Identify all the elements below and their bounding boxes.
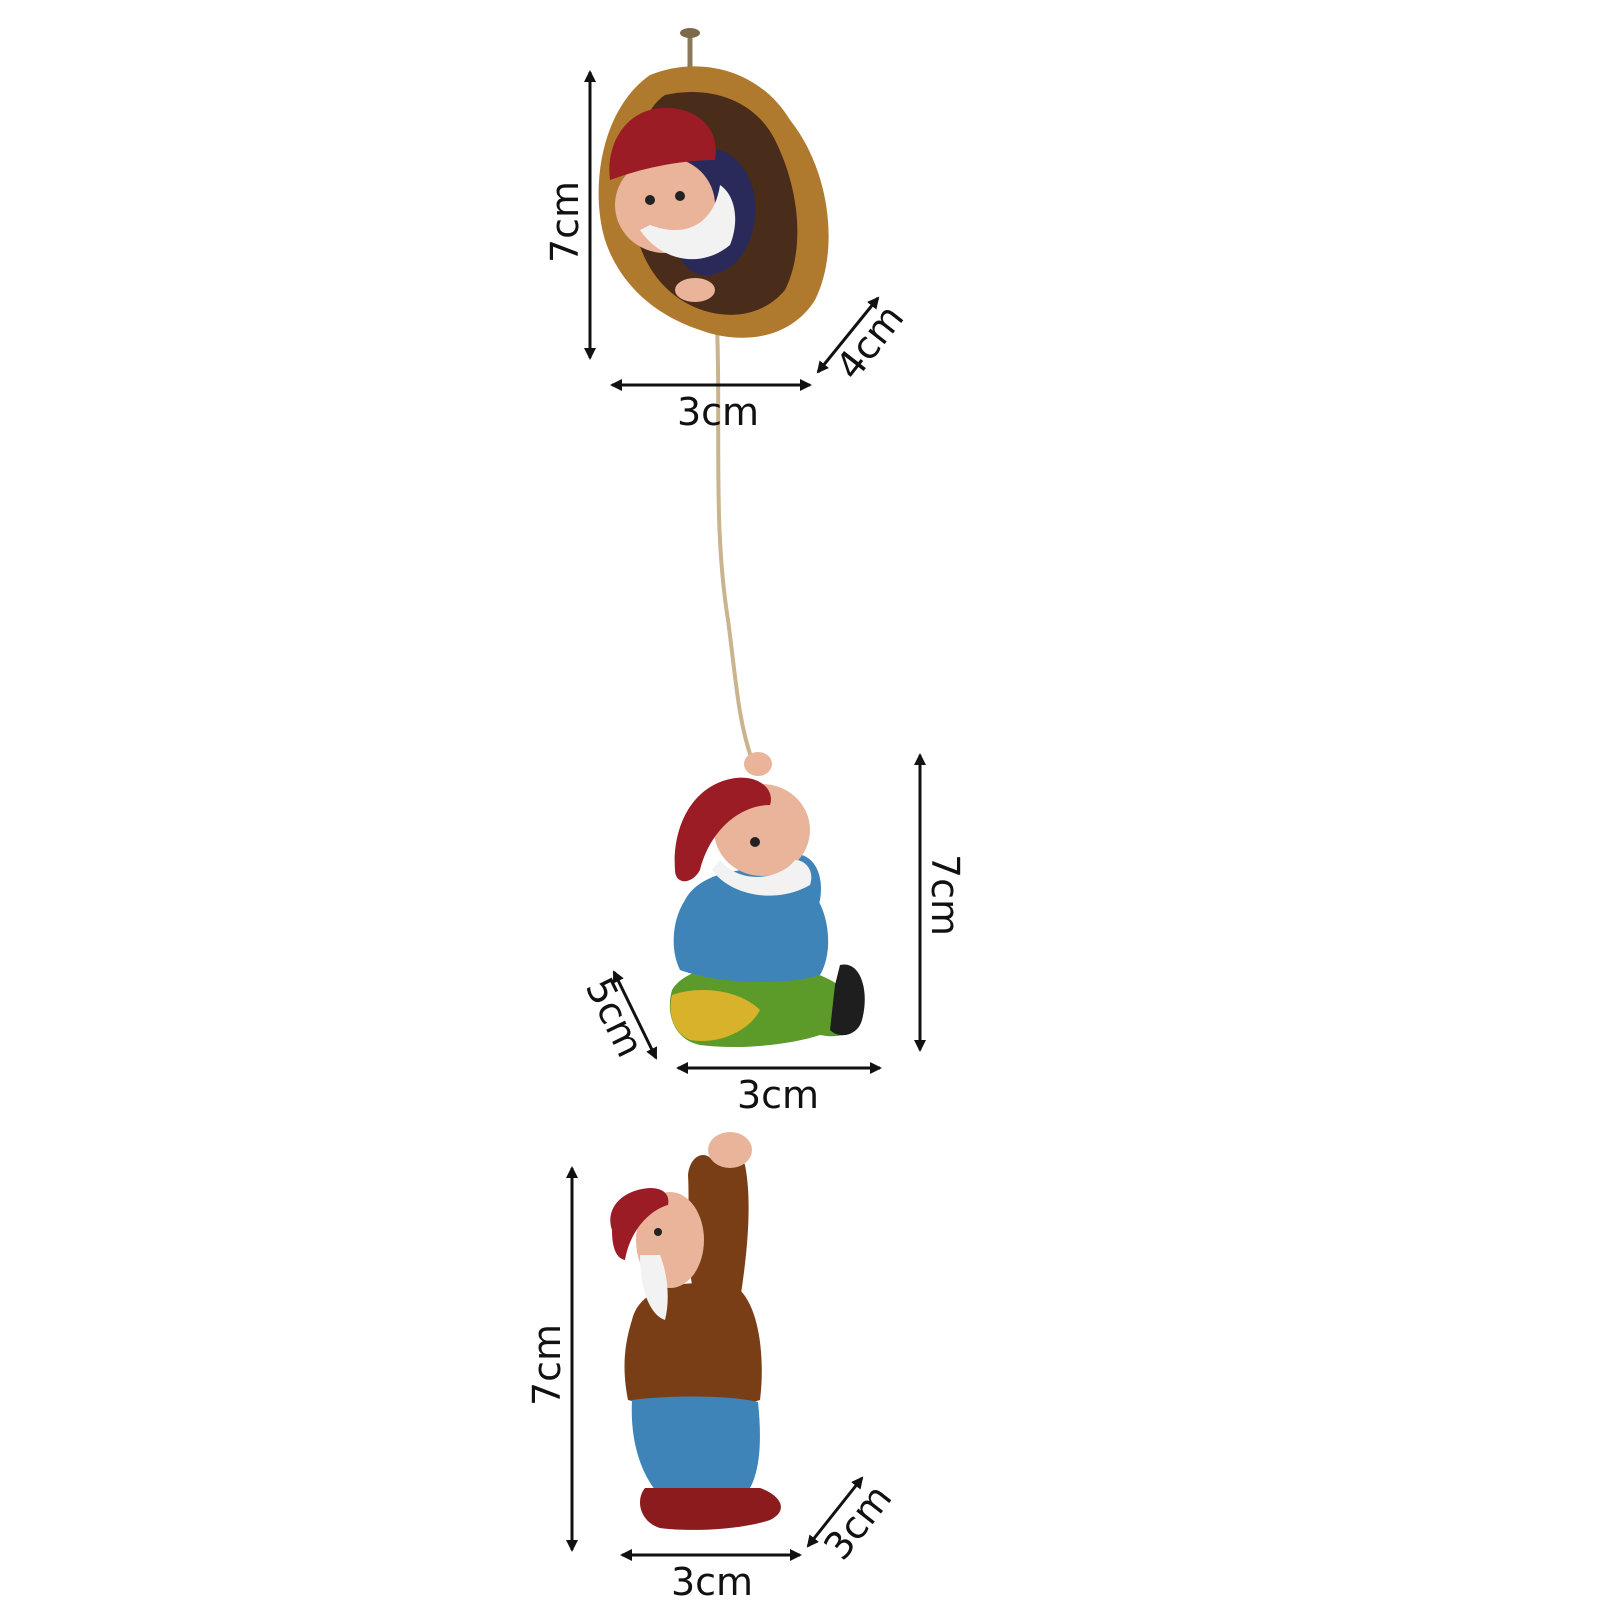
gnome-hat xyxy=(674,777,771,882)
gnome-hands xyxy=(675,278,715,302)
depth-label-2: 5cm xyxy=(577,971,653,1064)
gnome-hat xyxy=(610,1188,669,1260)
gnome-hanging-figure xyxy=(610,1132,781,1530)
dimension-depth-1: 4cm xyxy=(816,296,912,388)
gnome-eye xyxy=(675,191,685,201)
gnome-boots xyxy=(640,1488,781,1530)
gnome-pants xyxy=(631,1396,760,1490)
width-label-2: 3cm xyxy=(737,1073,819,1117)
dimension-depth-2: 5cm xyxy=(577,970,658,1064)
gnome-boot xyxy=(830,964,865,1036)
dimension-depth-3: 3cm xyxy=(806,1476,900,1568)
dimension-width-2: 3cm xyxy=(676,1062,882,1117)
gnome-shirt xyxy=(673,869,829,982)
gnome-beard xyxy=(640,1255,668,1320)
gnome-beard xyxy=(712,860,812,896)
width-label-1: 3cm xyxy=(677,390,759,434)
gnome-climbing-figure xyxy=(669,752,865,1047)
dimension-width-3: 3cm xyxy=(620,1549,802,1600)
dimension-height-1: 7cm xyxy=(543,70,596,360)
gnome-eye xyxy=(645,195,655,205)
dimension-height-2: 7cm xyxy=(914,753,967,1052)
dimension-height-3: 7cm xyxy=(525,1166,578,1552)
dimension-width-1: 3cm xyxy=(610,379,812,434)
gnome-eye xyxy=(654,1228,662,1236)
depth-label-1: 4cm xyxy=(827,296,912,388)
height-label-2: 7cm xyxy=(923,854,967,936)
gnome-arms xyxy=(688,1150,749,1300)
rope xyxy=(714,299,754,761)
height-label-3: 7cm xyxy=(525,1324,569,1406)
gnome-hands xyxy=(744,752,772,776)
gnome-hat xyxy=(609,107,716,180)
gnome-jacket xyxy=(624,1283,762,1408)
width-label-3: 3cm xyxy=(671,1560,753,1600)
height-label-1: 7cm xyxy=(543,181,587,263)
gnome-eye xyxy=(750,837,760,847)
gnome-beard xyxy=(640,185,736,260)
gnome-pants-yellow xyxy=(670,990,760,1041)
gnome-hands xyxy=(708,1132,752,1168)
gnome-in-hole-figure xyxy=(598,66,829,338)
